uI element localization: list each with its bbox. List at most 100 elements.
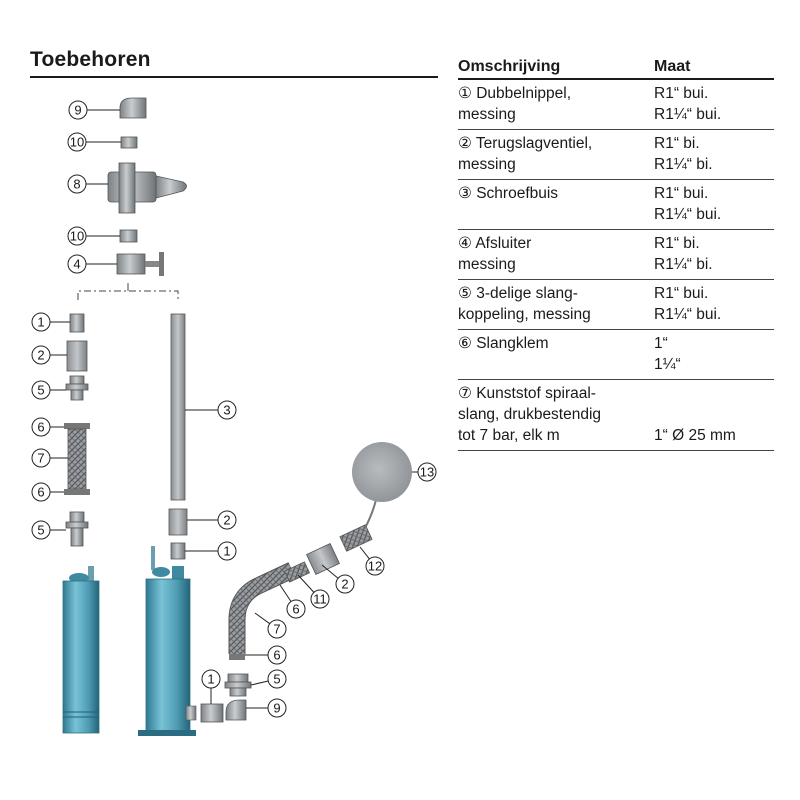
suction-filter-12-icon <box>339 524 373 552</box>
callout-circle <box>31 482 51 502</box>
hose-clamp-icon-3 <box>229 654 245 660</box>
check-valve-icon <box>107 162 187 214</box>
callout-number: 1 <box>207 672 214 687</box>
callout-marker: 1 <box>31 312 70 332</box>
check-valve-2b-icon <box>168 508 188 536</box>
callout-number: 10 <box>70 135 84 150</box>
callout-number: 5 <box>273 672 280 687</box>
callout-circle <box>267 698 287 718</box>
callout-circle <box>217 400 237 420</box>
callout-circle <box>31 380 51 400</box>
description-line: ⑥ Slangklem <box>458 335 549 352</box>
size-line: R1“ bui. <box>654 285 709 302</box>
coupling-5-icon <box>65 375 89 401</box>
callout-number: 6 <box>273 648 280 663</box>
row-description: ③ Schroefbuis <box>458 183 654 225</box>
table-row: ③ Schroefbuis R1“ bui. R1¼“ bui. <box>458 180 774 230</box>
callout-circle <box>31 312 51 332</box>
callout-marker: 7 <box>31 448 68 468</box>
description-line: ① Dubbelnippel, <box>458 85 571 102</box>
submersible-pump-icon <box>62 566 100 734</box>
nipple-10b-icon <box>119 229 138 243</box>
callout-marker: 9 <box>246 698 287 718</box>
callout-number: 12 <box>368 559 382 574</box>
callout-marker: 6 <box>31 417 64 437</box>
threaded-pipe-icon <box>170 313 186 501</box>
callout-circle <box>267 645 287 665</box>
callout-circle <box>31 417 51 437</box>
callout-marker: 5 <box>31 380 66 400</box>
description-line: ② Terugslagventiel, <box>458 135 593 152</box>
title-divider <box>30 76 438 78</box>
row-description: ⑦ Kunststof spiraal-slang, drukbestendig… <box>458 383 654 446</box>
description-line: ⑦ Kunststof spiraal- <box>458 385 596 402</box>
hose-clamp-icon <box>64 423 90 429</box>
description-line: koppeling, messing <box>458 306 591 323</box>
row-size: 1“ Ø 25 mm <box>654 383 774 446</box>
callout-leader <box>250 680 269 686</box>
size-line: R1“ bi. <box>654 135 700 152</box>
callout-circle <box>267 619 287 639</box>
callout-number: 13 <box>420 465 434 480</box>
callout-marker: 6 <box>31 482 64 502</box>
callout-marker: 6 <box>245 645 287 665</box>
size-line: R1¼“ bui. <box>654 306 722 323</box>
callout-circle <box>217 510 237 530</box>
callout-circle <box>365 556 385 576</box>
callout-marker: 8 <box>67 174 108 194</box>
size-line: R1¼“ bui. <box>654 206 722 223</box>
size-line: R1¼“ bi. <box>654 256 713 273</box>
size-line: R1¼“ bui. <box>654 106 722 123</box>
callout-circle <box>201 669 221 689</box>
callout-circle <box>31 520 51 540</box>
size-line: R1“ bui. <box>654 185 709 202</box>
size-line: R1¼“ bi. <box>654 156 713 173</box>
callout-marker: 5 <box>250 669 287 689</box>
submersible-pump-2-icon <box>138 546 197 736</box>
callout-marker: 7 <box>254 612 287 639</box>
float-ball-icon <box>352 442 412 502</box>
callout-circle <box>267 669 287 689</box>
row-size: R1“ bi. R1¼“ bi. <box>654 133 774 175</box>
description-line <box>458 354 654 375</box>
callout-number: 6 <box>37 420 44 435</box>
size-line: 1“ Ø 25 mm <box>654 427 736 444</box>
shutoff-valve-icon <box>116 252 164 276</box>
callout-marker: 2 <box>187 510 237 530</box>
callout-leader <box>297 574 315 593</box>
accessories-table: Omschrijving Maat ① Dubbelnippel,messing… <box>458 48 774 451</box>
callout-marker: 2 <box>31 345 67 365</box>
check-valve-2-icon <box>66 340 88 372</box>
callout-leader <box>321 564 339 579</box>
spiral-hose-curve-icon <box>229 563 296 654</box>
callout-leader <box>359 546 370 560</box>
table-row: ⑦ Kunststof spiraal-slang, drukbestendig… <box>458 380 774 451</box>
description-line: slang, drukbestendig <box>458 406 602 423</box>
size-line: R1“ bui. <box>654 85 709 102</box>
callout-number: 4 <box>73 257 80 272</box>
callout-number: 7 <box>37 451 44 466</box>
description-line <box>458 204 654 225</box>
callout-leader <box>254 612 271 625</box>
callout-marker: 12 <box>359 546 385 576</box>
table-row: ① Dubbelnippel, messing R1“ bui. R1¼“ bui. <box>458 80 774 130</box>
nipple-1-icon <box>69 313 85 333</box>
callout-circle <box>67 132 87 152</box>
callout-marker: 10 <box>67 132 121 152</box>
callout-number: 10 <box>70 229 84 244</box>
header-size: Maat <box>654 58 691 75</box>
check-valve-2c-icon <box>306 543 340 575</box>
description-line: ⑤ 3-delige slang- <box>458 285 578 302</box>
callout-marker: 3 <box>185 400 237 420</box>
description-line: messing <box>458 106 516 123</box>
callout-leader <box>279 584 292 602</box>
hose-tail-11-icon <box>283 561 311 583</box>
coupling-5c-icon <box>224 673 252 697</box>
row-description: ⑤ 3-delige slang-koppeling, messing <box>458 283 654 325</box>
callout-circle <box>310 589 330 609</box>
callout-number: 2 <box>341 577 348 592</box>
description-line: tot 7 bar, elk m <box>458 427 560 444</box>
